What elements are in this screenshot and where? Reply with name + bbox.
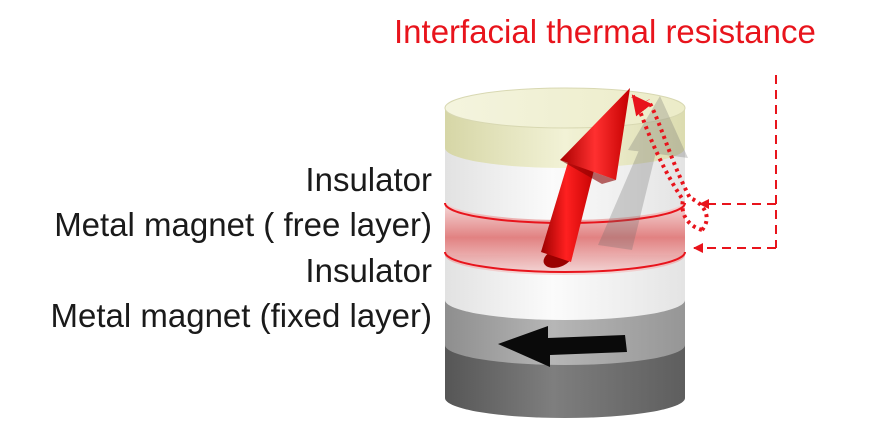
dotted-curve-return (646, 98, 709, 232)
thermal-resistance-connectors (693, 75, 777, 253)
title: Interfacial thermal resistance (394, 13, 816, 50)
label-insulator-top: Insulator (305, 161, 432, 198)
label-free-layer: Metal magnet ( free layer) (54, 206, 432, 243)
base-layer (445, 345, 685, 418)
label-fixed-layer: Metal magnet (fixed layer) (51, 297, 432, 334)
interface-line-bottom (444, 251, 686, 273)
arrow-shadow (598, 96, 688, 250)
fixed-magnetization-arrow-icon (498, 326, 627, 367)
dotted-curve-arrow (631, 94, 703, 232)
free-magnetization-arrow-icon (541, 88, 630, 268)
label-insulator-bottom: Insulator (305, 252, 432, 289)
